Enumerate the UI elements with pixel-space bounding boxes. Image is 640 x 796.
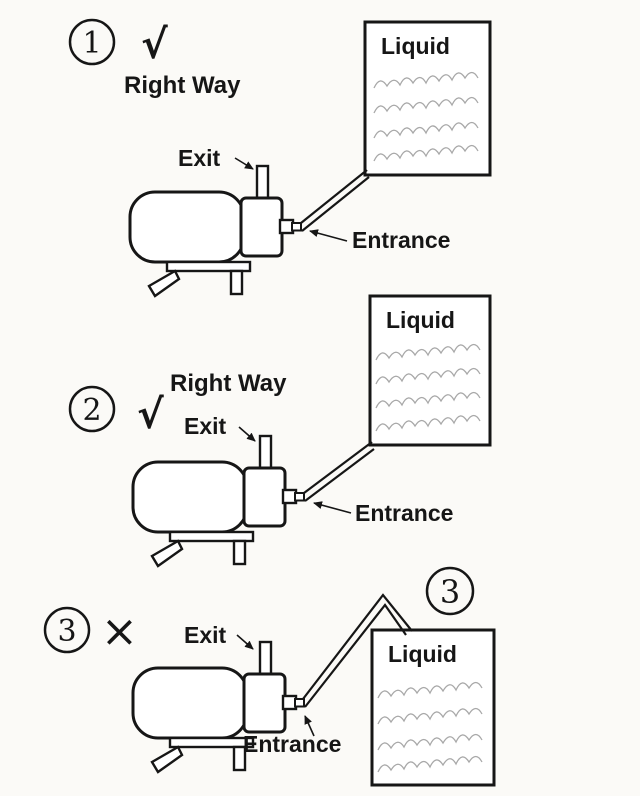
liquid-container: Liquid: [370, 628, 496, 787]
caption-right-way: Right Way: [124, 72, 241, 99]
step-number: 2: [82, 393, 101, 428]
container-number: 3: [440, 573, 460, 611]
entrance-arrow: [309, 229, 348, 242]
exit-arrow: [236, 634, 254, 650]
exit-label: Exit: [184, 413, 227, 439]
entrance-arrow: [304, 715, 315, 737]
step-number-circle: [68, 385, 116, 433]
cross-icon: ×: [101, 606, 138, 657]
tube-line: [302, 593, 413, 700]
suction-tube: [300, 169, 370, 232]
liquid-label: Liquid: [388, 641, 457, 667]
liquid-container: Liquid: [363, 20, 492, 177]
tube-line: [304, 448, 375, 502]
container-number-badge: 3: [425, 566, 475, 616]
exit-label: Exit: [178, 145, 221, 171]
tube-line: [304, 603, 407, 708]
entrance-arrow: [313, 501, 352, 514]
tube-line: [303, 441, 373, 494]
caption-right-way: Right Way: [170, 370, 287, 397]
step-number-circle: [68, 18, 116, 66]
suction-tube: [303, 441, 375, 502]
exit-arrow: [234, 157, 254, 170]
entrance-label: Entrance: [243, 731, 341, 757]
section-3: 3 × 3 Liquid Exit Entrance: [43, 566, 496, 787]
step-number-badge: 2: [68, 385, 116, 433]
exit-arrow: [238, 426, 256, 442]
step-number-circle: [43, 606, 91, 654]
section-1: 1 √ Right Way Liquid Exit Entrance: [68, 18, 492, 298]
liquid-container-outline: [370, 628, 496, 787]
step-number: 3: [57, 614, 76, 649]
check-icon: √: [137, 392, 164, 438]
tube-line: [301, 176, 370, 232]
step-number-badge: 3: [43, 606, 91, 654]
check-icon: √: [141, 22, 168, 68]
liquid-label: Liquid: [386, 307, 455, 333]
section-2: Right Way 2 √ Liquid Exit Entrance: [68, 294, 492, 568]
exit-label: Exit: [184, 622, 227, 648]
liquid-label: Liquid: [381, 33, 450, 59]
tube-line: [300, 169, 368, 224]
liquid-container: Liquid: [368, 294, 492, 447]
entrance-label: Entrance: [352, 227, 450, 253]
step-number: 1: [82, 26, 101, 61]
suction-tube-over-peak: [302, 593, 413, 708]
entrance-label: Entrance: [355, 500, 453, 526]
container-number-circle: [425, 566, 475, 616]
step-number-badge: 1: [68, 18, 116, 66]
